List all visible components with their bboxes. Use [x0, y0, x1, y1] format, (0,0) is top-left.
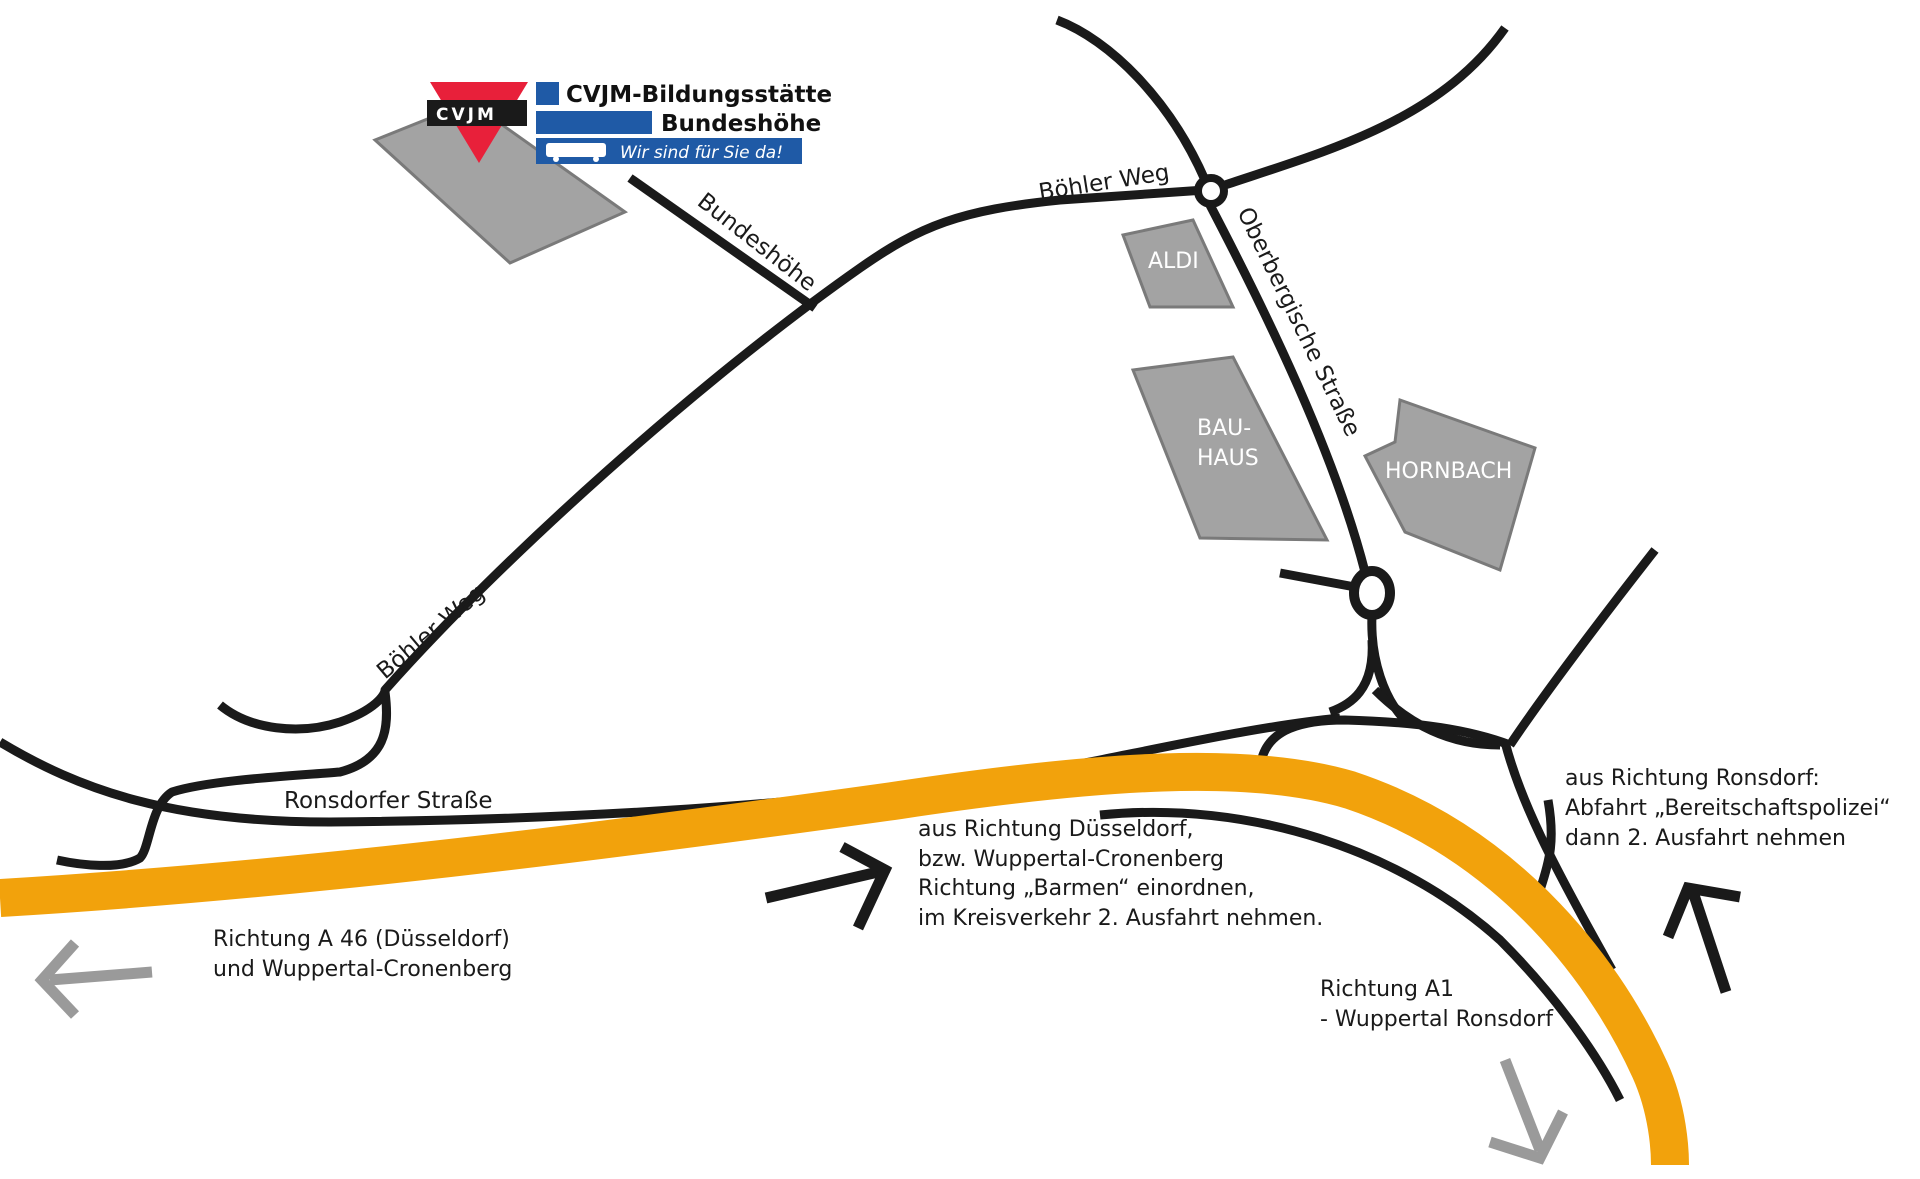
logo-bus-icon [546, 143, 606, 162]
arrow-out-a46 [34, 939, 153, 1019]
note-ronsdorf-line-2: Abfahrt „Bereitschaftspolizei“ [1565, 796, 1891, 821]
note-a1: Richtung A1 - Wuppertal Ronsdorf [1320, 977, 1554, 1032]
note-duesseldorf-line-1: aus Richtung Düsseldorf, [918, 817, 1193, 842]
note-a1-line-1: Richtung A1 [1320, 977, 1454, 1002]
arrow-left-icon [34, 939, 80, 1019]
road-north-east [1223, 25, 1509, 190]
note-a46-line-2: und Wuppertal-Cronenberg [213, 957, 512, 982]
road-stub [1279, 568, 1356, 592]
arrow-in-duesseldorf [764, 842, 893, 931]
note-duesseldorf-line-4: im Kreisverkehr 2. Ausfahrt nehmen. [918, 906, 1323, 931]
arrow-up-icon [1662, 881, 1741, 940]
road-ramp-a1 [1500, 740, 1616, 973]
logo-slogan: Wir sind für Sie da! [620, 143, 783, 163]
arrow-down-icon [1488, 1109, 1568, 1165]
label-hornbach: HORNBACH [1385, 459, 1512, 484]
logo-blue-bar [536, 111, 652, 134]
label-bauhaus-2: HAUS [1197, 446, 1259, 471]
road-boehler-weg [217, 185, 1206, 734]
note-a46: Richtung A 46 (Düsseldorf) und Wuppertal… [213, 927, 512, 982]
note-duesseldorf-line-2: bzw. Wuppertal-Cronenberg [918, 847, 1224, 872]
road-network [0, 15, 1659, 1103]
arrow-in-ronsdorf [1662, 881, 1741, 994]
note-a1-line-2: - Wuppertal Ronsdorf [1320, 1007, 1554, 1032]
roundabouts [1194, 174, 1395, 620]
road-oberbergische-strasse [1206, 202, 1370, 574]
buildings [372, 100, 1537, 573]
road-ramp-inner [1535, 799, 1556, 892]
roundabout-south [1349, 566, 1395, 620]
bauhaus-building [1130, 355, 1330, 542]
road-junction-left [1328, 639, 1377, 717]
cvjm-mark-text: CVJM [436, 105, 497, 125]
road-east-diagonal [1506, 547, 1659, 748]
note-ronsdorf-line-3: dann 2. Ausfahrt nehmen [1565, 826, 1846, 851]
logo-blue-square [536, 82, 559, 105]
road-bundeshoehe [627, 174, 818, 312]
note-ronsdorf: aus Richtung Ronsdorf: Abfahrt „Bereitsc… [1565, 766, 1891, 851]
note-duesseldorf: aus Richtung Düsseldorf, bzw. Wuppertal-… [918, 817, 1323, 931]
cvjm-logo: CVJM CVJM-Bildungsstätte Bundeshöhe Wir … [427, 82, 832, 164]
label-bundeshoehe: Bundeshöhe [692, 188, 821, 297]
road-north-west [1055, 15, 1210, 182]
note-a46-line-1: Richtung A 46 (Düsseldorf) [213, 927, 510, 952]
label-boehler-weg-left: Böhler Weg [372, 580, 490, 685]
logo-line-1: CVJM-Bildungsstätte [566, 82, 832, 108]
road-slip-loop [1257, 715, 1512, 760]
logo-line-2: Bundeshöhe [661, 111, 821, 137]
aldi-building [1120, 218, 1236, 309]
note-ronsdorf-line-1: aus Richtung Ronsdorf: [1565, 766, 1820, 791]
arrow-out-a1 [1488, 1058, 1568, 1165]
label-ronsdorfer-strasse: Ronsdorfer Straße [284, 788, 493, 814]
label-aldi: ALDI [1148, 249, 1199, 274]
hornbach-building [1362, 397, 1537, 573]
arrow-right-icon [839, 842, 893, 931]
road-lower-parallel [1099, 807, 1625, 1103]
road-boehler-weg-connector [56, 691, 392, 870]
cvjm-mark-bar [427, 100, 527, 126]
note-duesseldorf-line-3: Richtung „Barmen“ einordnen, [918, 876, 1255, 901]
label-bauhaus-1: BAU- [1197, 416, 1251, 441]
highway-a1 [0, 752, 1689, 1166]
roundabout-north [1194, 174, 1228, 208]
